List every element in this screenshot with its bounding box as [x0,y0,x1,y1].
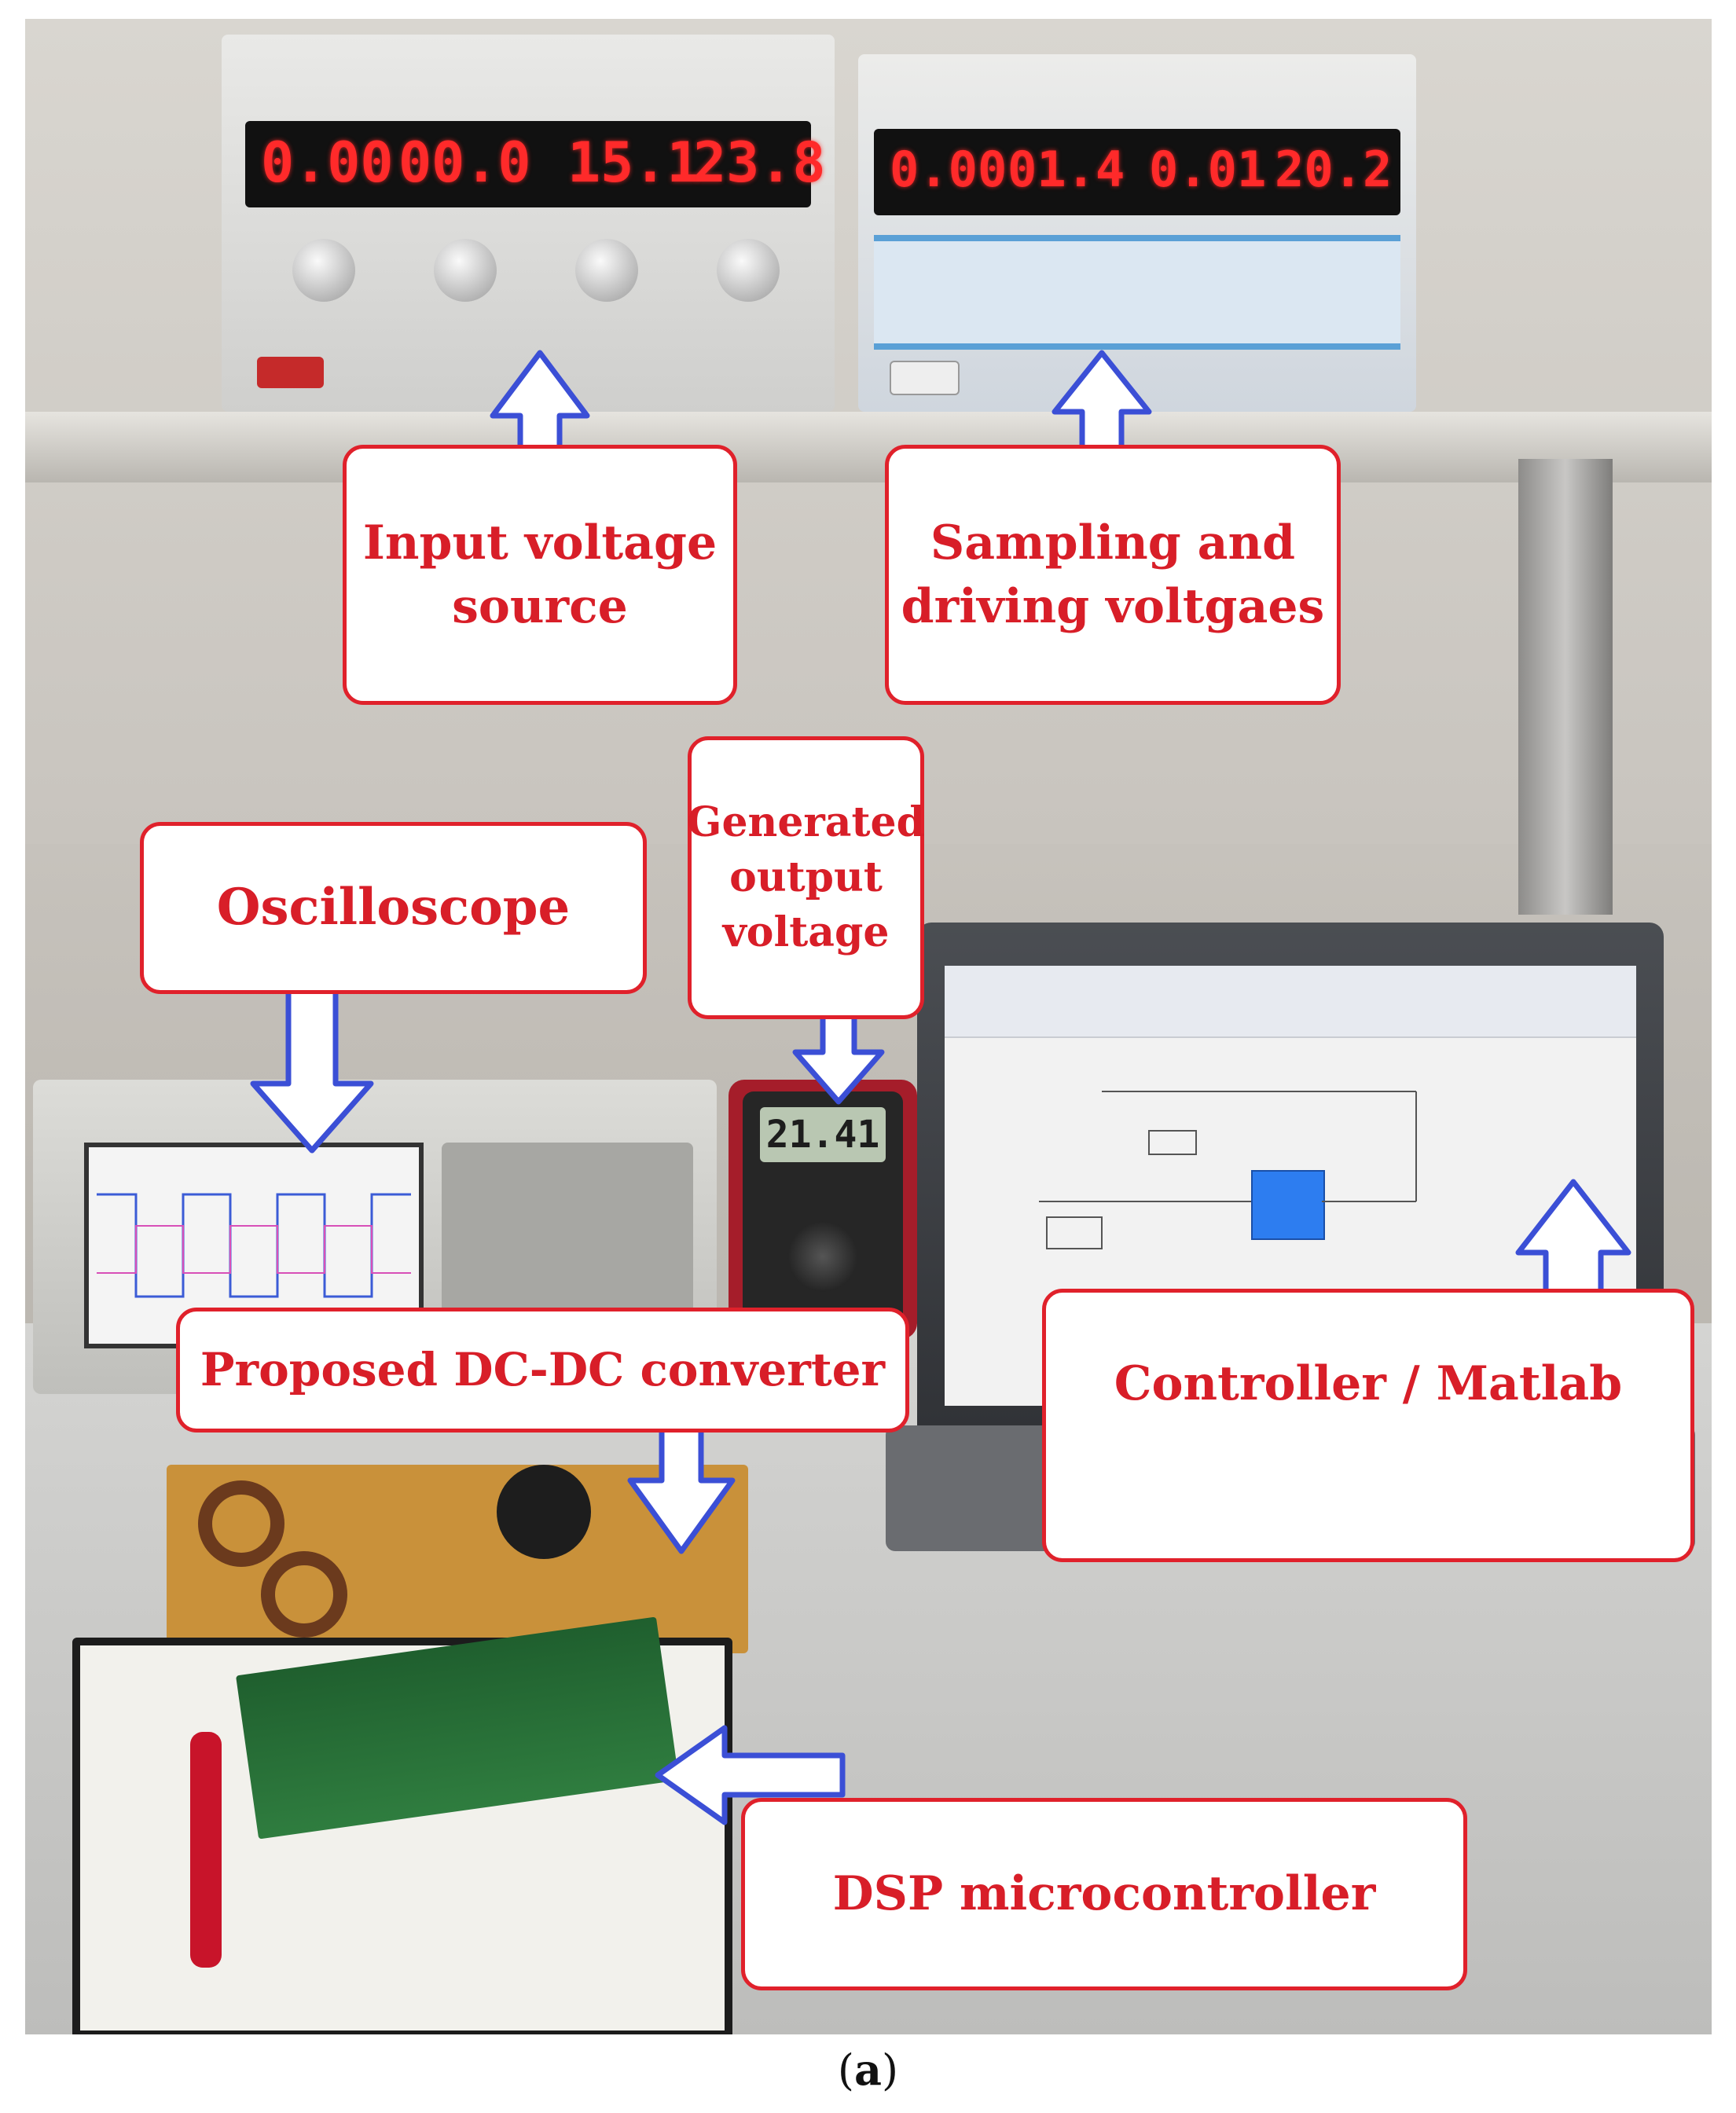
simulink-diagram [1039,1091,1417,1249]
supply1-knob-4 [717,239,780,302]
probe-cable [190,1732,222,1968]
label-proposed-converter: Proposed DC-DC converter [176,1308,909,1433]
label-controller-matlab-text: Controller / Matlab [1114,1356,1623,1411]
caption-letter: a [854,2045,882,2095]
label-input-voltage-source: Input voltage source [343,445,737,705]
supply1-display-panel [245,121,811,207]
oscilloscope-waveform [97,1193,411,1298]
upper-shelf [25,412,1712,482]
label-proposed-converter-text: Proposed DC-DC converter [200,1343,886,1397]
power-supply-2: 0.00 01.4 0.01 20.2 [858,54,1416,412]
figure-caption: (a) [0,2045,1736,2095]
multimeter: 21.41 [729,1080,917,1339]
inductor-2 [261,1551,347,1638]
matlab-toolstrip [945,966,1636,1038]
caption-open-paren: ( [837,2045,854,2095]
capacitor-large [497,1465,591,1559]
label-dsp-microcontroller-text: DSP microcontroller [832,1866,1376,1921]
supply2-control-panel [874,235,1400,350]
shelf-post [1518,459,1613,915]
label-oscilloscope-text: Oscilloscope [216,878,571,937]
label-sampling-driving-text: Sampling and driving voltgaes [901,515,1325,634]
label-sampling-driving: Sampling and driving voltgaes [885,445,1341,705]
supply1-reading-4: 23.8 [693,130,826,195]
supply1-knob-2 [434,239,497,302]
supply1-reading-1: 0.00 [261,130,394,195]
supply1-knob-3 [575,239,638,302]
label-input-voltage-source-text: Input voltage source [362,515,718,634]
multimeter-dial [787,1221,858,1292]
supply2-reading-4: 20.2 [1275,141,1393,198]
label-generated-output-voltage-text: Generated output voltage [687,798,925,957]
supply1-reading-3: 15.1 [567,130,700,195]
label-oscilloscope: Oscilloscope [140,822,647,994]
supply1-reading-2: 00.0 [398,130,531,195]
supply2-power-switch [890,361,960,395]
label-dsp-microcontroller: DSP microcontroller [741,1798,1467,1990]
supply2-reading-3: 0.01 [1149,141,1267,198]
supply2-reading-1: 0.00 [890,141,1007,198]
lab-setup-photo: 0.00 00.0 15.1 23.8 0.00 01.4 0.01 20.2 … [25,19,1712,2034]
arrow-left-dsp [655,1725,846,1825]
label-generated-output-voltage: Generated output voltage [687,736,925,1019]
supply2-display-panel [874,129,1400,215]
multimeter-display: 21.41 [760,1107,886,1162]
power-supply-1: 0.00 00.0 15.1 23.8 [222,35,835,412]
label-controller-matlab: Controller / Matlab [1042,1289,1694,1562]
caption-close-paren: ) [882,2045,899,2095]
supply1-power-switch [257,357,324,388]
supply1-knob-1 [292,239,355,302]
simulink-block [1251,1170,1325,1240]
inductor-1 [198,1480,284,1567]
supply2-reading-2: 01.4 [1007,141,1125,198]
